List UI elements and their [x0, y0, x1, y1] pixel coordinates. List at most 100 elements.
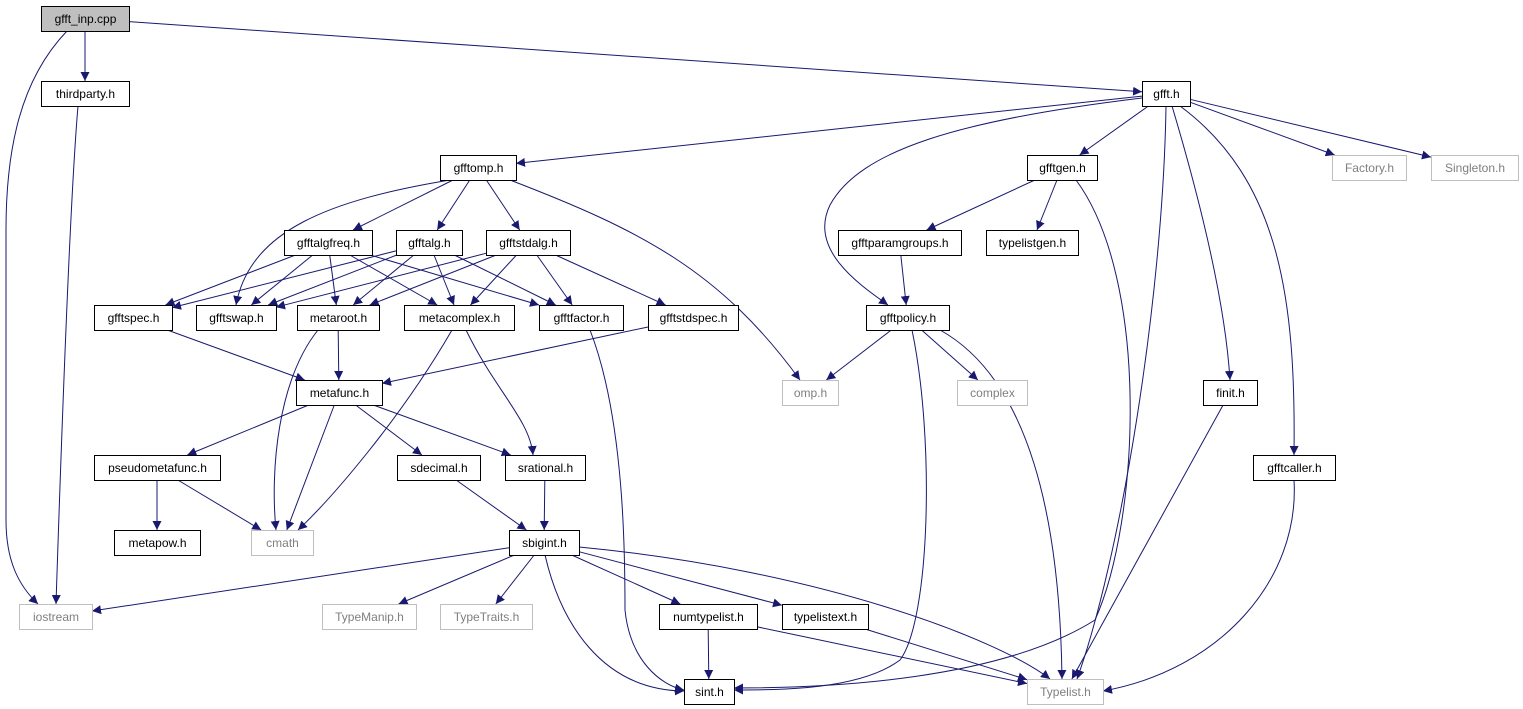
edge-sbigint-to-typelistext	[578, 551, 783, 608]
node-sbigint[interactable]: sbigint.h	[509, 530, 580, 556]
edge-gfft-to-gfftomp	[515, 95, 1143, 167]
node-gfftfactor[interactable]: gfftfactor.h	[539, 305, 624, 331]
edge-metaroot-to-cmath	[270, 329, 319, 531]
node-gfftalg[interactable]: gfftalg.h	[396, 230, 463, 256]
node-numtypelist[interactable]: numtypelist.h	[659, 604, 758, 630]
node-label-srational: srational.h	[518, 461, 573, 475]
edge-gfftomp-to-gfftstdalg	[485, 179, 521, 231]
node-metacomplex[interactable]: metacomplex.h	[404, 305, 515, 331]
node-complex: complex	[957, 380, 1028, 406]
node-label-thirdparty: thirdparty.h	[56, 87, 115, 101]
node-label-gfftparamgroups: gfftparamgroups.h	[851, 236, 948, 250]
node-label-gfftalgfreq: gfftalgfreq.h	[297, 236, 360, 250]
node-label-pseudometafunc: pseudometafunc.h	[108, 461, 207, 475]
node-box-iostream	[19, 604, 93, 630]
edge-gfftpolicy-to-sint	[733, 329, 927, 695]
node-gfftstdalg[interactable]: gfftstdalg.h	[486, 230, 571, 256]
node-label-gfft_inp: gfft_inp.cpp	[55, 12, 117, 26]
node-box-cmath	[251, 530, 314, 556]
node-box-numtypelist	[659, 604, 758, 630]
node-label-cmath: cmath	[266, 536, 299, 550]
node-label-gfftfactor: gfftfactor.h	[554, 311, 610, 325]
node-box-gfftalgfreq	[284, 230, 373, 256]
node-metapow[interactable]: metapow.h	[114, 530, 201, 556]
node-sint[interactable]: sint.h	[684, 679, 735, 705]
edge-gfftstdalg-to-metacomplex	[470, 254, 517, 306]
node-metafunc[interactable]: metafunc.h	[296, 380, 383, 406]
edge-numtypelist-to-sint	[704, 628, 714, 680]
edge-gfftpolicy-to-typelist	[939, 329, 1067, 680]
node-box-pseudometafunc	[94, 455, 221, 481]
edge-gfftspec-to-metafunc	[167, 329, 305, 382]
edge-gfftomp-to-gfftalgfreq	[352, 179, 454, 231]
edge-gfftgen-to-sint	[733, 179, 1131, 693]
node-label-gfftstdspec: gfftstdspec.h	[660, 311, 728, 325]
node-gfft[interactable]: gfft.h	[1142, 81, 1191, 107]
node-box-gfftfactor	[539, 305, 624, 331]
edge-sbigint-to-sint	[544, 554, 685, 696]
node-gfftswap[interactable]: gfftswap.h	[196, 305, 277, 331]
node-label-singleton: Singleton.h	[1445, 161, 1505, 175]
node-box-gfftomp	[440, 155, 517, 181]
node-label-gfftspec: gfftspec.h	[108, 311, 160, 325]
edge-gfft-to-finit	[1171, 105, 1234, 381]
node-box-gfft	[1142, 81, 1191, 107]
node-sdecimal[interactable]: sdecimal.h	[397, 455, 481, 481]
node-thirdparty[interactable]: thirdparty.h	[41, 81, 130, 107]
node-finit[interactable]: finit.h	[1203, 380, 1258, 406]
node-gfftgen[interactable]: gfftgen.h	[1027, 155, 1098, 181]
node-iostream: iostream	[19, 604, 93, 630]
edge-gfft-to-singleton	[1189, 98, 1432, 160]
edge-sbigint-to-typelist	[578, 546, 1051, 680]
node-box-metaroot	[297, 305, 380, 331]
node-box-typetraits	[440, 604, 533, 630]
node-gfftomp[interactable]: gfftomp.h	[440, 155, 517, 181]
edge-gfftalg-to-gfftspec	[171, 250, 397, 310]
node-label-factory: Factory.h	[1345, 161, 1394, 175]
node-srational[interactable]: srational.h	[505, 455, 586, 481]
edge-gfftgen-to-typelistgen	[1036, 179, 1058, 231]
edge-metafunc-to-sdecimal	[355, 404, 423, 456]
node-label-sdecimal: sdecimal.h	[410, 461, 467, 475]
node-label-gfftomp: gfftomp.h	[454, 161, 504, 175]
node-omp: omp.h	[782, 380, 839, 406]
edge-gfftalgfreq-to-gfftfactor	[370, 254, 540, 307]
node-gfftspec[interactable]: gfftspec.h	[94, 305, 173, 331]
node-label-gfftcaller: gfftcaller.h	[1267, 461, 1321, 475]
node-label-sint: sint.h	[695, 685, 724, 699]
node-metaroot[interactable]: metaroot.h	[297, 305, 380, 331]
edge-gfftstdalg-to-metaroot	[369, 254, 497, 306]
edge-gfft-to-gfftcaller	[1179, 105, 1299, 456]
node-box-gfft_inp	[41, 6, 130, 32]
edge-gfftpolicy-to-omp	[825, 329, 892, 381]
node-typelistgen[interactable]: typelistgen.h	[986, 230, 1079, 256]
node-typelistext[interactable]: typelistext.h	[782, 604, 869, 630]
edge-gfftalgfreq-to-gfftspec	[165, 254, 296, 306]
node-typelist: Typelist.h	[1027, 679, 1104, 705]
node-cmath: cmath	[251, 530, 314, 556]
node-box-metacomplex	[404, 305, 515, 331]
node-gfftcaller[interactable]: gfftcaller.h	[1253, 455, 1336, 481]
node-label-gfftgen: gfftgen.h	[1039, 161, 1086, 175]
node-box-srational	[505, 455, 586, 481]
edge-metafunc-to-srational	[373, 404, 511, 457]
node-pseudometafunc[interactable]: pseudometafunc.h	[94, 455, 221, 481]
node-label-sbigint: sbigint.h	[522, 536, 567, 550]
edge-typelistext-to-typelist	[864, 628, 1028, 682]
node-box-gfftspec	[94, 305, 173, 331]
node-gfftstdspec[interactable]: gfftstdspec.h	[648, 305, 739, 331]
node-box-typelistgen	[986, 230, 1079, 256]
node-label-gfftswap: gfftswap.h	[209, 311, 263, 325]
edge-gfftgen-to-gfftparamgroups	[926, 179, 1036, 231]
node-box-gfftcaller	[1253, 455, 1336, 481]
node-gfftalgfreq[interactable]: gfftalgfreq.h	[284, 230, 373, 256]
edge-sbigint-to-typetraits	[495, 554, 535, 605]
edge-gfft-to-gfftpolicy	[824, 97, 1143, 306]
node-gfftparamgroups[interactable]: gfftparamgroups.h	[838, 230, 962, 256]
node-box-metafunc	[296, 380, 383, 406]
node-gfft_inp[interactable]: gfft_inp.cpp	[41, 6, 130, 32]
node-label-typelist: Typelist.h	[1040, 685, 1091, 699]
node-gfftpolicy[interactable]: gfftpolicy.h	[866, 305, 950, 331]
node-label-gfftpolicy: gfftpolicy.h	[880, 311, 936, 325]
